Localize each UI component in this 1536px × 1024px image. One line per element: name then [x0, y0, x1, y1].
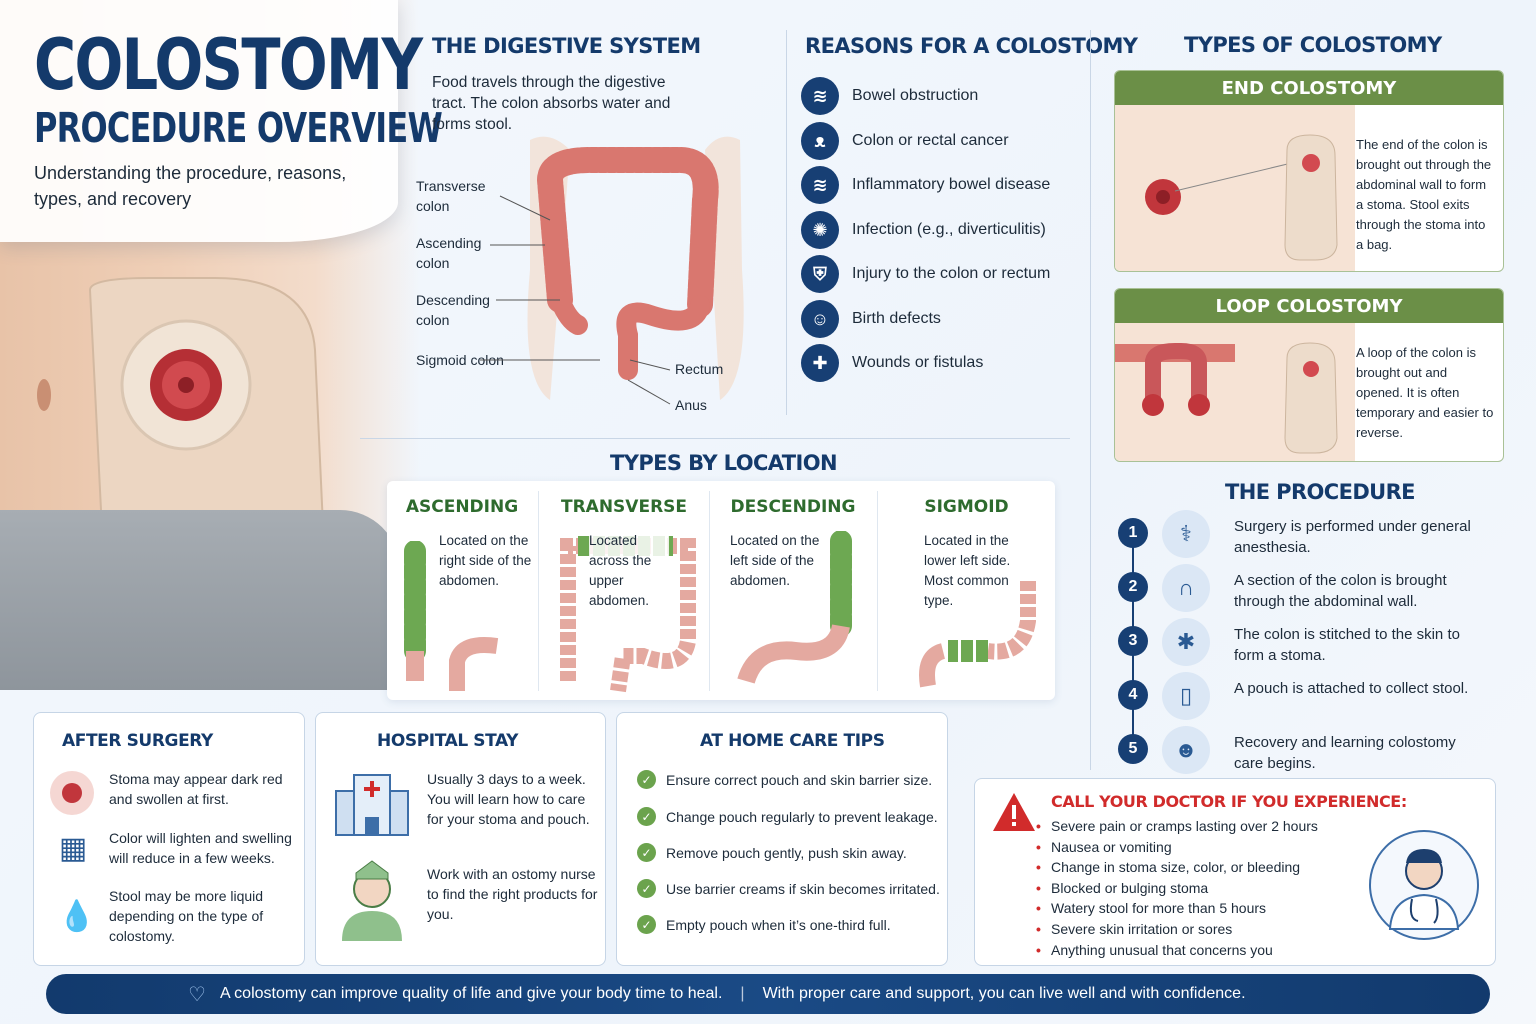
end-colostomy-card: END COLOSTOMY The end of the colon is br…: [1114, 70, 1504, 272]
symptom-item: Severe pain or cramps lasting over 2 hou…: [1036, 818, 1318, 834]
stitch-icon: ✱: [1162, 618, 1210, 666]
page-subtitle: PROCEDURE OVERVIEW: [34, 104, 443, 152]
page-description: Understanding the procedure, reasons, ty…: [34, 163, 347, 209]
label-anus: Anus: [675, 397, 707, 413]
divider: [1090, 30, 1091, 770]
care-tip: ✓Ensure correct pouch and skin barrier s…: [637, 770, 932, 789]
clothing-waistband: [0, 510, 400, 690]
symptom-item: Change in stoma size, color, or bleeding: [1036, 859, 1300, 875]
symptom-item: Watery stool for more than 5 hours: [1036, 900, 1266, 916]
footer-banner: ♡ A colostomy can improve quality of lif…: [46, 974, 1490, 1014]
procedure-title: THE PROCEDURE: [1225, 480, 1416, 504]
check-icon: ✓: [637, 879, 656, 898]
care-tip: ✓Use barrier creams if skin becomes irri…: [637, 879, 940, 898]
footer-left-text: A colostomy can improve quality of life …: [219, 985, 723, 1002]
location-panel: ASCENDING Located on the right side of t…: [387, 481, 1055, 700]
reasons-title: REASONS FOR A COLOSTOMY: [805, 34, 1138, 58]
end-colostomy-illustration: [1115, 105, 1355, 271]
footer-right-text: With proper care and support, you can li…: [762, 985, 1246, 1002]
calendar-icon: ▦: [58, 832, 88, 865]
label-ascending: Ascending colon: [416, 235, 482, 271]
care-tip: ✓Empty pouch when it’s one-third full.: [637, 915, 891, 934]
types-title: TYPES OF COLOSTOMY: [1184, 33, 1442, 57]
location-sigmoid: SIGMOID Located in the lower left side. …: [878, 481, 1055, 700]
navel: [37, 379, 51, 411]
digestive-system-diagram: [527, 136, 744, 400]
droplet-icon: 💧: [58, 900, 96, 933]
cross-icon: ✚: [801, 344, 839, 382]
call-doctor-title: CALL YOUR DOCTOR IF YOU EXPERIENCE:: [1051, 792, 1407, 811]
hero-title-card: [0, 0, 398, 242]
nurse-icon: [342, 860, 402, 941]
reason-item: ✚Wounds or fistulas: [801, 343, 983, 383]
patient-icon: ☻: [1162, 726, 1210, 774]
reason-item: ⛨Injury to the colon or rectum: [801, 254, 1050, 294]
warning-icon: [993, 793, 1035, 831]
virus-icon: ✺: [801, 211, 839, 249]
shield-icon: ⛨: [801, 255, 839, 293]
footer-divider: |: [740, 985, 745, 1002]
symptom-item: Blocked or bulging stoma: [1036, 880, 1208, 896]
baby-icon: ☺: [801, 300, 839, 338]
location-ascending: ASCENDING Located on the right side of t…: [387, 481, 537, 700]
digestive-description: Food travels through the digestive tract…: [432, 74, 671, 133]
ribbon-icon: ᴥ: [801, 122, 839, 160]
doctor-icon: [1369, 830, 1479, 940]
label-sigmoid: Sigmoid colon: [416, 352, 504, 368]
ascending-colon-icon: [404, 541, 499, 691]
check-icon: ✓: [637, 807, 656, 826]
pouch-icon: ▯: [1162, 672, 1210, 720]
home-care-box: AT HOME CARE TIPS ✓Ensure correct pouch …: [616, 712, 948, 966]
digestive-title: THE DIGESTIVE SYSTEM: [432, 34, 701, 58]
check-icon: ✓: [637, 843, 656, 862]
loop-colostomy-text: A loop of the colon is brought out and o…: [1356, 345, 1494, 440]
hospital-stay-box: HOSPITAL STAY Usually 3 days to a week. …: [315, 712, 606, 966]
label-leader-lines: [480, 195, 671, 405]
care-tip: ✓Change pouch regularly to prevent leaka…: [637, 807, 938, 826]
hospital-stay-title: HOSPITAL STAY: [377, 731, 519, 751]
surgeon-icon: ⚕: [1162, 510, 1210, 558]
location-title: TYPES BY LOCATION: [610, 451, 838, 475]
symptom-item: Severe skin irritation or sores: [1036, 921, 1232, 937]
stoma-icon: [50, 771, 94, 815]
label-descending: Descending colon: [416, 292, 490, 328]
label-rectum: Rectum: [675, 361, 724, 377]
intestine-icon: ≋: [801, 77, 839, 115]
care-tip: ✓Remove pouch gently, push skin away.: [637, 843, 907, 862]
reason-item: ✺Infection (e.g., diverticulitis): [801, 210, 1046, 250]
after-surgery-title: AFTER SURGERY: [62, 731, 213, 751]
home-care-title: AT HOME CARE TIPS: [700, 731, 885, 751]
intestine-icon: ≋: [801, 166, 839, 204]
reason-item: ☺Birth defects: [801, 299, 941, 339]
end-colostomy-text: The end of the colon is brought out thro…: [1356, 137, 1492, 252]
loop-colostomy-illustration: [1115, 323, 1355, 461]
loop-colostomy-card: LOOP COLOSTOMY A loop of the colon is br…: [1114, 288, 1504, 462]
heart-icon: ♡: [188, 983, 206, 1006]
hospital-icon: [335, 774, 409, 836]
end-colostomy-title: END COLOSTOMY: [1115, 71, 1503, 105]
reason-item: ≋Bowel obstruction: [801, 76, 978, 116]
divider: [360, 438, 1070, 439]
colon-icon: ∩: [1162, 564, 1210, 612]
check-icon: ✓: [637, 770, 656, 789]
sigmoid-colon-icon: [919, 581, 1036, 688]
divider: [786, 30, 787, 415]
label-transverse: Transverse colon: [416, 178, 486, 214]
loop-colostomy-title: LOOP COLOSTOMY: [1115, 289, 1503, 323]
call-doctor-box: CALL YOUR DOCTOR IF YOU EXPERIENCE: Seve…: [974, 778, 1496, 966]
check-icon: ✓: [637, 915, 656, 934]
symptom-item: Anything unusual that concerns you: [1036, 942, 1273, 958]
location-transverse: TRANSVERSE Located across the upper abdo…: [539, 481, 709, 700]
after-surgery-box: AFTER SURGERY Stoma may appear dark red …: [33, 712, 305, 966]
page-title: COLOSTOMY: [34, 24, 423, 106]
location-descending: DESCENDING Located on the left side of t…: [710, 481, 876, 700]
symptom-item: Nausea or vomiting: [1036, 839, 1172, 855]
descending-colon-icon: [737, 531, 852, 684]
reason-item: ≋Inflammatory bowel disease: [801, 165, 1050, 205]
